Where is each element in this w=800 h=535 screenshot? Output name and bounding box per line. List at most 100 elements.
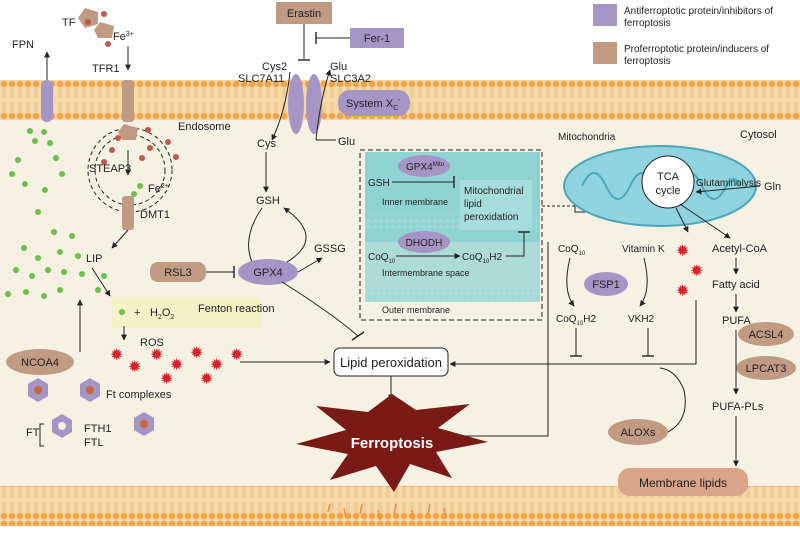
lip-label: LIP [86, 253, 103, 265]
gpx4-to-gssg-arrow [297, 257, 323, 273]
ncoa4-label: NCOA4 [21, 357, 59, 369]
tf-label: TF [62, 17, 76, 29]
tf-shape [78, 8, 98, 28]
membrane-lipids-label: Membrane lipids [639, 476, 727, 490]
cys2-label: Cys2 [262, 61, 287, 73]
fpn-body [41, 80, 53, 122]
fe3-dot [105, 41, 111, 47]
fe3-dot [101, 11, 107, 17]
ros-burst: ✹ [190, 345, 203, 362]
slc3a2-label: SLC3A2 [330, 73, 371, 85]
fpn-transporter: FPN [12, 39, 53, 146]
pufa-pls-label: PUFA-PLs [712, 401, 764, 413]
mito-lipid-box [460, 180, 532, 230]
fpn-label: FPN [12, 39, 34, 51]
gssg-label: GSSG [314, 243, 346, 255]
ferritin-section: NCOA4 Ft complexes FT FTH1 FTL [6, 299, 172, 449]
fenton-plus: + [134, 307, 140, 319]
gpx4-mito-shape [398, 155, 450, 177]
erastin-box [276, 2, 332, 24]
ros-label: ROS [140, 337, 164, 349]
legend-anti-text-1: Antiferroptotic protein/inhibitors of [624, 6, 773, 17]
vkh2-label: VKH2 [628, 314, 655, 325]
gpx4-cycle: GSH GPX4 GSSG RSL3 [150, 152, 365, 341]
legend-pro-swatch [593, 42, 617, 64]
fatty-acid-label: Fatty acid [712, 279, 760, 291]
slc7a11-label: SLC7A11 [238, 73, 284, 85]
steap3-label: STEAP3 [89, 163, 131, 175]
glu-top-label: Glu [330, 61, 347, 73]
aloxs-label: ALOXs [621, 427, 656, 439]
ros-burst: ✹ [128, 359, 141, 376]
cytosol-label: Cytosol [740, 129, 777, 141]
coq10h2-label: CoQ10H2 [556, 314, 596, 327]
acsl4-shape [738, 322, 794, 346]
gpx4-mito-label: GPX4Mito [406, 162, 445, 173]
cys-import-arrow [271, 71, 291, 141]
tfr1-endosome: TFR1 Endosome STEAP3 Fe2+ DMT1 [87, 46, 231, 249]
ferroptosis-label: Ferroptosis [351, 435, 434, 452]
fe3-label: Fe3+ [113, 31, 134, 43]
lipid-synthesis-pathway: Acetyl-CoA Fatty acid PUFA ACSL4 LPCAT3 … [712, 243, 796, 467]
labile-iron-pool: LIP [5, 155, 111, 299]
coq10-to-coq10h2-arrow [566, 257, 575, 307]
mito-lipid-line1: Mitochondrial [464, 186, 523, 197]
system-xc-label: System XC- [346, 97, 401, 112]
fsp1-pathway: CoQ10 Vitamin K FSP1 CoQ10H2 VKH2 [556, 244, 665, 357]
gpx4-inhibit-lipid-line [281, 281, 359, 337]
fe2-label: Fe2+ [148, 183, 169, 195]
legend-pro-text-1: Proferroptotic protein/inducers of [624, 44, 769, 55]
dhodh-label: DHODH [406, 238, 443, 249]
endosome-label: Endosome [178, 121, 231, 133]
aloxs-to-lipid-curve [659, 367, 686, 433]
ros-burst: ✹ [676, 243, 689, 260]
glutaminolysis-label: Glutaminolysis [696, 178, 761, 189]
ros-burst: ✹ [690, 263, 703, 280]
gpx4-inhibit-lipid-bar [351, 331, 365, 341]
ros-burst: ✹ [110, 347, 123, 364]
tfr1-endocytosed [118, 124, 138, 140]
legend: Antiferroptotic protein/inhibitors of fe… [593, 4, 773, 67]
ft-complexes-label: Ft complexes [106, 389, 172, 401]
dmt1-label: DMT1 [140, 209, 170, 221]
ros-burst: ✹ [676, 283, 689, 300]
acsl4-label: ACSL4 [749, 329, 784, 341]
aloxs-group: ALOXs [608, 367, 686, 445]
h2o2-label: H2O2 [150, 307, 174, 321]
mitochondrial-inset: GPX4Mito GSH Inner membrane Mitochondria… [359, 149, 588, 439]
ft-label: FT [26, 427, 40, 439]
gln-arrow [695, 185, 761, 195]
tfr1-body [122, 80, 134, 122]
system-xc-inhibitors: Erastin Fer-1 [276, 2, 404, 61]
coq10h2-inhibit-line [506, 232, 525, 257]
system-xc-pill [338, 90, 410, 116]
tca-cycle-circle [641, 155, 695, 209]
fe3-dot [85, 19, 91, 25]
legend-anti-swatch [593, 4, 617, 26]
ros-burst: ✹ [230, 347, 243, 364]
ros-particles: ✹ ✹ ✹ ✹ ✹ ✹ ✹ ✹ ✹ [110, 345, 243, 388]
slc3a2-body [306, 74, 322, 134]
rsl3-box [150, 262, 206, 282]
inner-membrane-label: Inner membrane [382, 197, 448, 207]
membrane-rupture [327, 503, 447, 521]
mito-lipid-line3: peroxidation [464, 212, 518, 223]
dhodh-shape [398, 231, 450, 253]
coq10h2-mito-label: CoQ10H2 [462, 252, 502, 265]
mito-ros-to-lipid-arrow [449, 300, 697, 367]
legend-pro-text-2: ferroptosis [624, 56, 671, 67]
lip-to-fenton-arrow [91, 267, 111, 297]
ros-burst: ✹ [210, 357, 223, 374]
ros-burst: ✹ [200, 371, 213, 388]
lpcat3-label: LPCAT3 [746, 363, 787, 375]
legend-anti-text-2: ferroptosis [624, 18, 671, 29]
tca-line1: TCA [657, 171, 680, 183]
ros-burst: ✹ [150, 347, 163, 364]
tfr1-label: TFR1 [92, 63, 120, 75]
ncoa4-shape [6, 349, 74, 375]
slc7a11-body [288, 74, 304, 134]
gpx4-shape [238, 259, 298, 285]
mito-ros-particles: ✹ ✹ ✹ [676, 243, 703, 300]
